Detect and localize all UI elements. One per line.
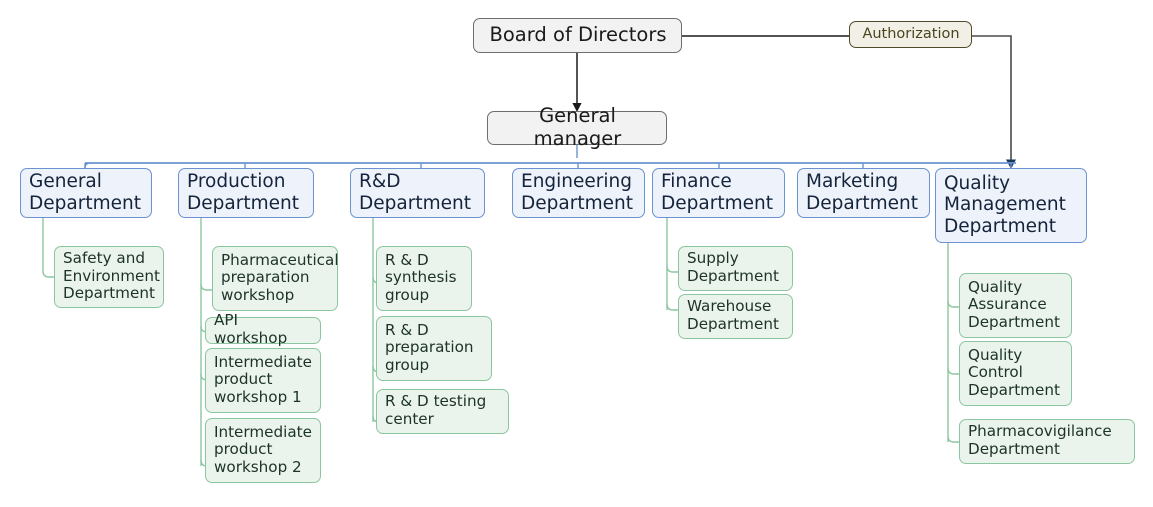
connector-quality-management-children — [947, 243, 959, 443]
node-authorization[interactable]: Authorization — [849, 21, 972, 48]
node-api-workshop-label: API workshop — [214, 311, 288, 347]
node-quality-assurance-department[interactable]: Quality Assurance Department — [959, 273, 1072, 338]
node-warehouse-department[interactable]: Warehouse Department — [678, 294, 793, 339]
node-general-manager[interactable]: General manager — [487, 104, 667, 149]
node-rd-synthesis-group-label: R & D synthesis group — [385, 250, 457, 304]
node-rd-synthesis-group[interactable]: R & D synthesis group — [376, 246, 472, 311]
node-marketing-department-label: Marketing Department — [806, 171, 918, 214]
node-finance-department[interactable]: Finance Department — [652, 168, 785, 218]
node-engineering-department-label: Engineering Department — [521, 171, 633, 214]
connector-finance-department-children — [666, 218, 678, 311]
connector-general-manager-bus — [84, 145, 1016, 169]
node-rd-testing-center[interactable]: R & D testing center — [376, 389, 509, 434]
node-general-manager-label: General manager — [533, 103, 622, 150]
node-production-department[interactable]: Production Department — [178, 168, 314, 218]
node-intermediate-product-workshop-1[interactable]: Intermediate product workshop 1 — [205, 348, 321, 413]
node-marketing-department[interactable]: Marketing Department — [797, 168, 930, 218]
node-board-of-directors-label: Board of Directors — [489, 22, 667, 46]
node-rd-department-label: R&D Department — [359, 171, 471, 214]
node-api-workshop[interactable]: API workshop — [205, 311, 321, 347]
node-intermediate-product-workshop-2[interactable]: Intermediate product workshop 2 — [205, 418, 321, 483]
node-production-department-label: Production Department — [187, 171, 299, 214]
node-general-department-label: General Department — [29, 171, 141, 214]
node-pharmacovigilance-department[interactable]: Pharmacovigilance Department — [959, 419, 1135, 464]
node-pharmaceutical-preparation-workshop-label: Pharmaceutical preparation workshop — [221, 250, 339, 304]
node-rd-preparation-group-label: R & D preparation group — [385, 320, 474, 374]
node-rd-preparation-group[interactable]: R & D preparation group — [376, 316, 492, 381]
node-pharmacovigilance-department-label: Pharmacovigilance Department — [968, 422, 1112, 458]
node-safety-and-environment-department[interactable]: Safety and Environment Department — [54, 246, 164, 308]
node-engineering-department[interactable]: Engineering Department — [512, 168, 645, 218]
node-quality-control-department-label: Quality Control Department — [968, 345, 1060, 399]
node-intermediate-product-workshop-2-label: Intermediate product workshop 2 — [214, 422, 312, 476]
node-warehouse-department-label: Warehouse Department — [687, 297, 779, 333]
connector-authorization-to-quality-management — [972, 35, 1016, 169]
connector-board-to-general-manager — [572, 52, 582, 112]
node-pharmaceutical-preparation-workshop[interactable]: Pharmaceutical preparation workshop — [212, 246, 339, 311]
node-quality-management-department-label: Quality Management Department — [944, 172, 1066, 237]
node-supply-department[interactable]: Supply Department — [678, 246, 793, 291]
node-board-of-directors[interactable]: Board of Directors — [473, 18, 682, 53]
node-rd-department[interactable]: R&D Department — [350, 168, 485, 218]
node-supply-department-label: Supply Department — [687, 249, 779, 285]
node-safety-and-environment-department-label: Safety and Environment Department — [63, 249, 160, 303]
node-finance-department-label: Finance Department — [661, 171, 773, 214]
connector-general-department-children — [42, 218, 54, 278]
node-authorization-label: Authorization — [862, 25, 960, 42]
node-quality-assurance-department-label: Quality Assurance Department — [968, 277, 1060, 331]
node-quality-management-department[interactable]: Quality Management Department — [935, 168, 1087, 243]
node-rd-testing-center-label: R & D testing center — [385, 392, 487, 428]
node-quality-control-department[interactable]: Quality Control Department — [959, 341, 1072, 406]
node-intermediate-product-workshop-1-label: Intermediate product workshop 1 — [214, 352, 312, 406]
node-general-department[interactable]: General Department — [20, 168, 152, 218]
